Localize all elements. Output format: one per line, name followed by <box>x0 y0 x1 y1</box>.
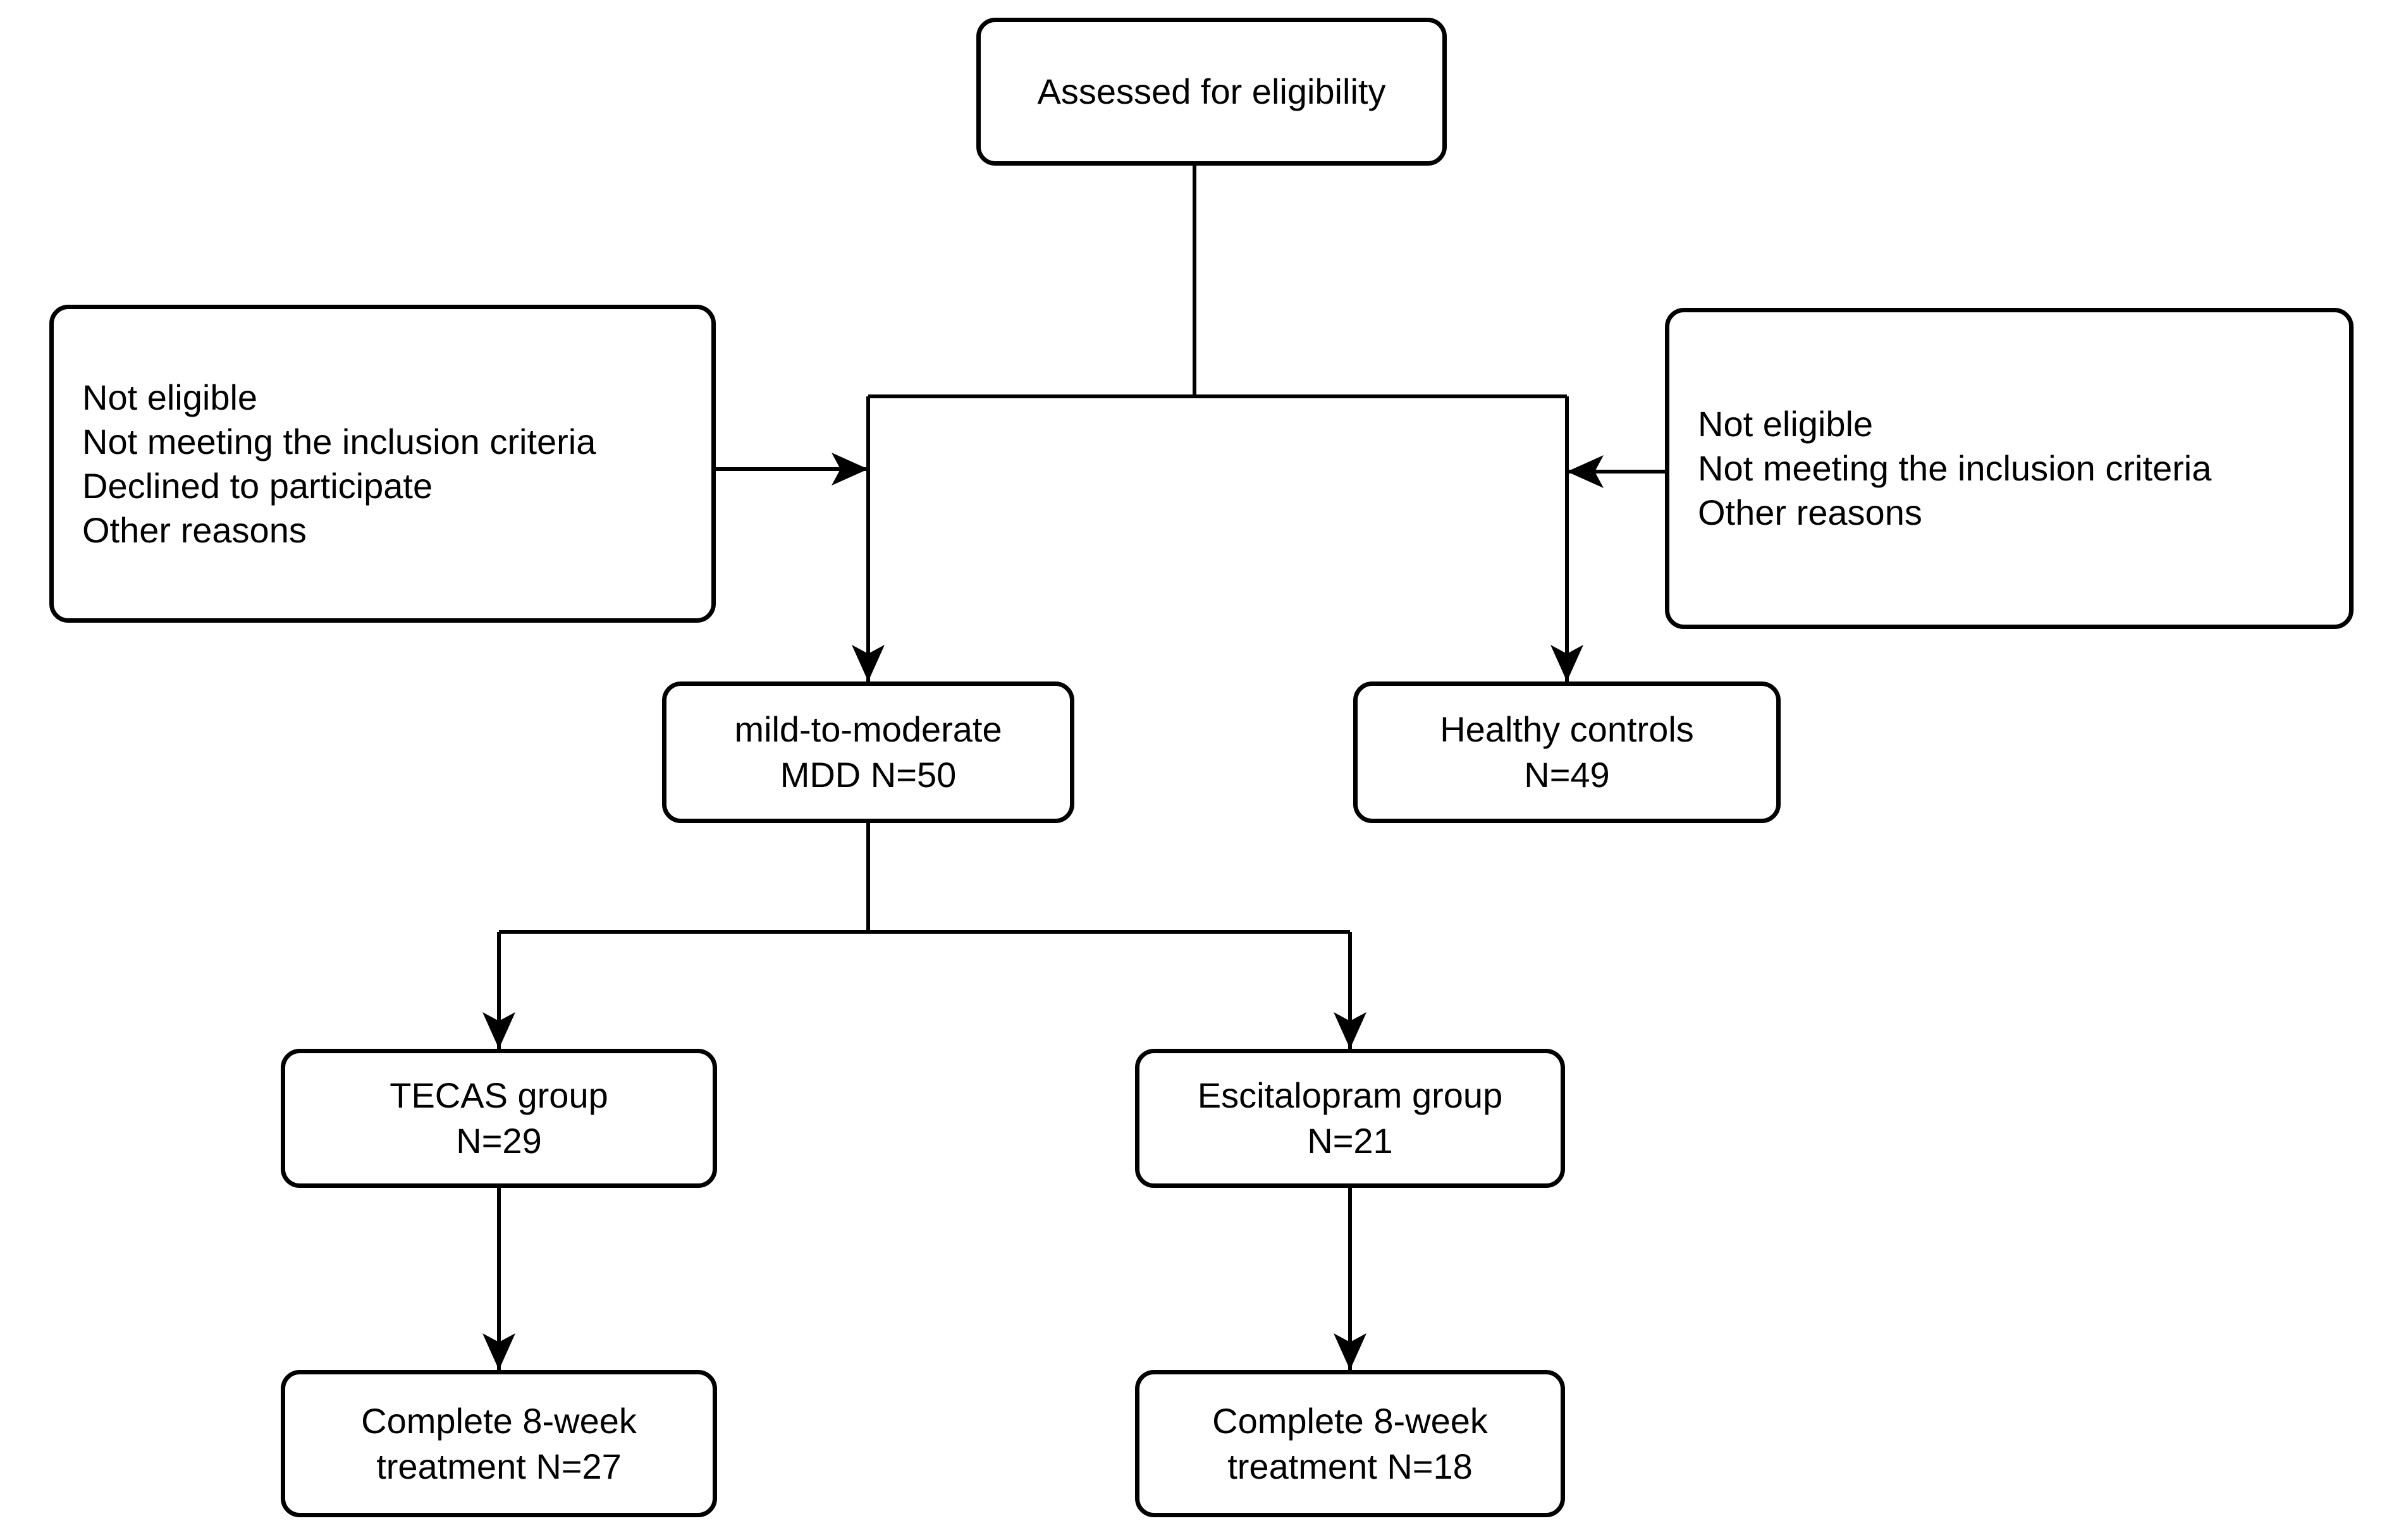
node-healthy-controls: Healthy controls N=49 <box>1353 681 1781 823</box>
node-assessed-label: Assessed for eligibility <box>1037 71 1386 111</box>
node-escitalopram-group-label: Escitalopram group N=21 <box>1197 1075 1503 1161</box>
node-complete-escitalopram-label: Complete 8-week treatment N=18 <box>1212 1400 1488 1486</box>
node-mdd-label: mild-to-moderate MDD N=50 <box>734 709 1002 795</box>
node-tecas-group: TECAS group N=29 <box>281 1049 717 1188</box>
node-not-eligible-left-label: Not eligible Not meeting the inclusion c… <box>82 377 596 550</box>
node-not-eligible-right: Not eligible Not meeting the inclusion c… <box>1665 308 2354 629</box>
node-healthy-controls-label: Healthy controls N=49 <box>1440 709 1694 795</box>
node-tecas-group-label: TECAS group N=29 <box>390 1075 608 1161</box>
node-not-eligible-right-label: Not eligible Not meeting the inclusion c… <box>1698 404 2212 532</box>
node-mdd: mild-to-moderate MDD N=50 <box>662 681 1074 823</box>
node-complete-tecas: Complete 8-week treatment N=27 <box>281 1370 717 1517</box>
node-assessed: Assessed for eligibility <box>976 18 1447 166</box>
node-complete-tecas-label: Complete 8-week treatment N=27 <box>361 1400 637 1486</box>
node-not-eligible-left: Not eligible Not meeting the inclusion c… <box>49 305 716 623</box>
node-complete-escitalopram: Complete 8-week treatment N=18 <box>1135 1370 1565 1517</box>
node-escitalopram-group: Escitalopram group N=21 <box>1135 1049 1565 1188</box>
